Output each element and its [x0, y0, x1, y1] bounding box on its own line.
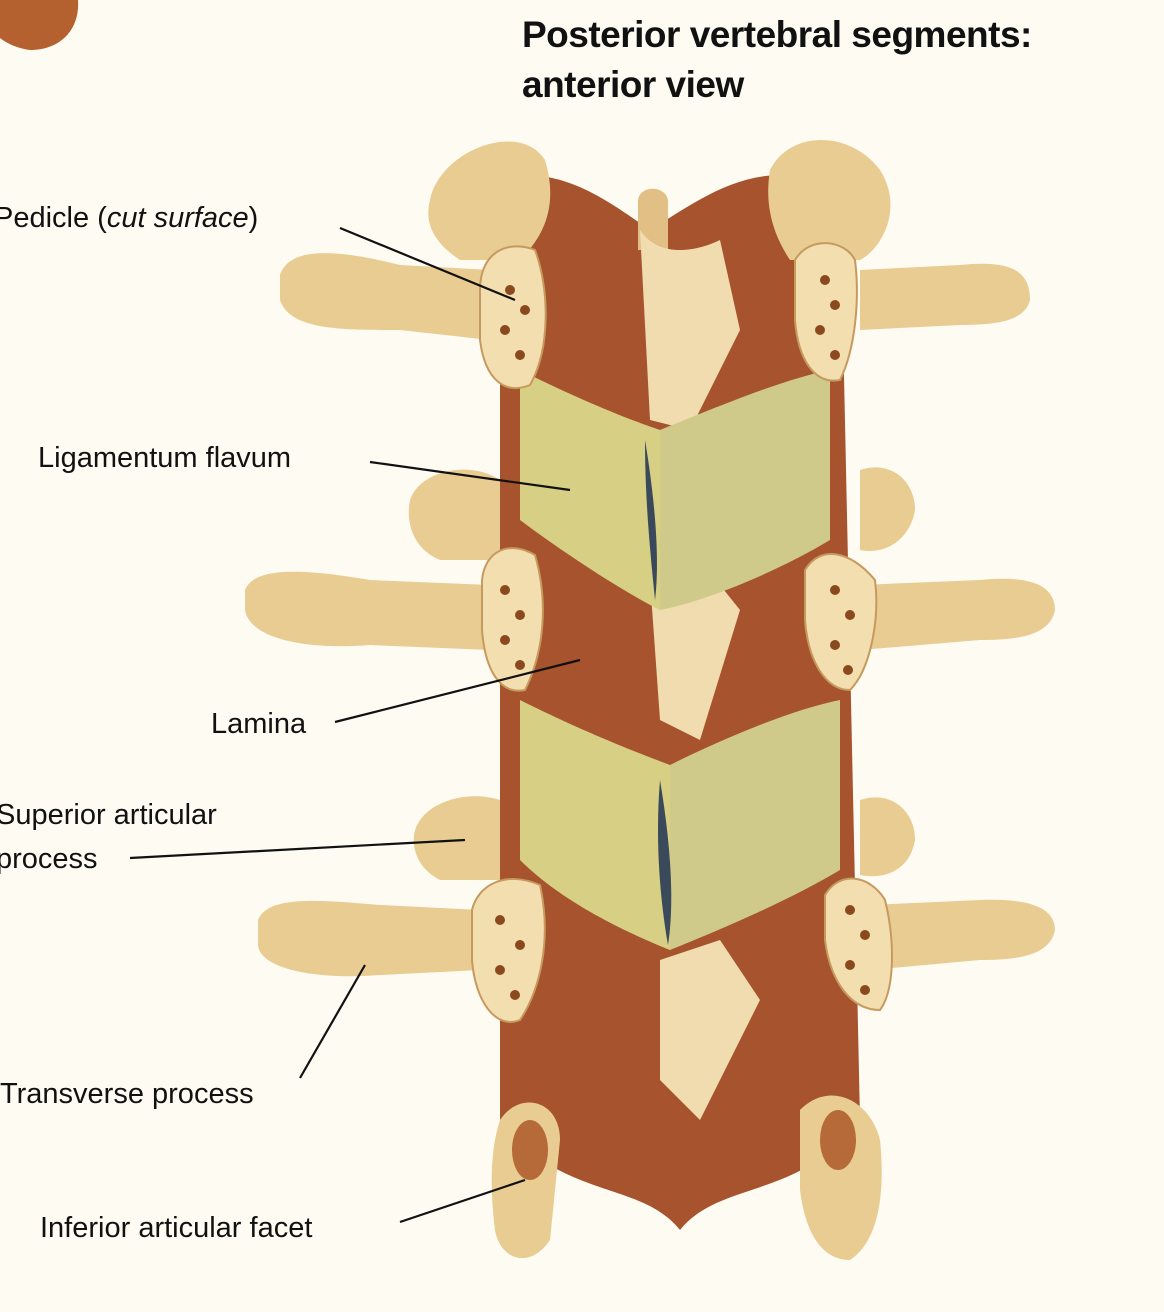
ligamentum-flavum-shapes [520, 370, 840, 950]
partial-vertebra-fragment [0, 0, 79, 50]
label-inferior-articular-facet: Inferior articular facet [40, 1212, 313, 1244]
leader-lines [129, 226, 581, 1224]
pedicle-italic-text: cut surface [106, 202, 249, 234]
cancellous-bone-dots [495, 275, 870, 1000]
pedicle-close-text: ) [248, 202, 259, 234]
label-ligamentum-flavum: Ligamentum flavum [38, 442, 292, 474]
spinous-tip [638, 188, 668, 250]
title-line-1: Posterior vertebral segments: [522, 14, 1032, 55]
title-line-2: anterior view [522, 64, 744, 105]
spinous-process-strip [640, 230, 760, 1120]
label-transverse-process: Transverse process [0, 1078, 254, 1110]
label-lamina: Lamina [211, 708, 307, 740]
transverse-processes [245, 253, 1055, 977]
superior-articular-process-right [768, 140, 891, 260]
label-pedicle: Pedicle (cut surface) [0, 197, 258, 239]
superior-articular-process-left [428, 141, 551, 260]
pedicle-text: Pedicle ( [0, 202, 107, 234]
label-superior-articular-line2: process [0, 843, 98, 875]
pedicle-cut-surfaces [471, 242, 893, 1023]
label-superior-articular-line1: Superior articular [0, 799, 217, 831]
